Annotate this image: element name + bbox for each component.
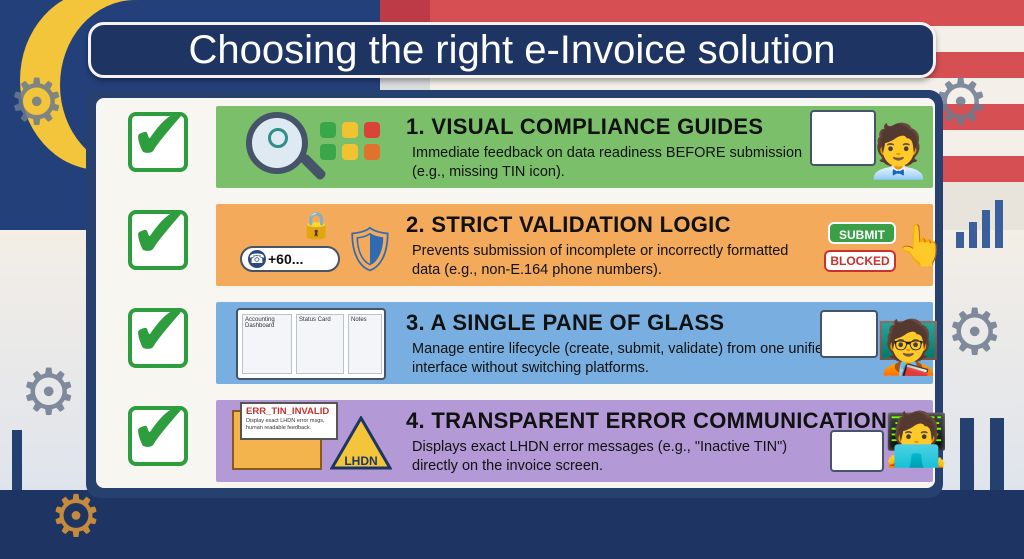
item-title: 2. STRICT VALIDATION LOGIC [406,212,731,237]
shield-check-icon: 🛡 [342,225,398,274]
list-item: ✔ ERR_TIN_INVALID Display exact LHDN err… [96,392,949,482]
status-dot [342,122,358,138]
gear-icon: ⚙ [946,296,1004,368]
magnifier-person-icon [246,112,308,174]
page-title: Choosing the right e-Invoice solution [88,22,936,78]
dashboard-label: Status Card [299,317,331,323]
item-description: Immediate feedback on data readiness BEF… [412,145,803,180]
envelope-icon: ERR_TIN_INVALID Display exact LHDN error… [232,402,338,470]
user-pointing-icon: 🧑‍🏫 [876,319,941,377]
phone-input: ☎ +60... [240,246,340,272]
list-item: ✔ Accounting Dashboard Status Card Notes… [96,294,941,384]
tower-icon [12,430,22,490]
screen-icon [830,430,884,472]
phone-value: +60... [268,251,304,267]
item-band: ☎ +60... 🔒 🛡 2. STRICT VALIDATION LOGIC … [216,204,946,286]
gear-icon: ⚙ [20,356,78,428]
error-note: ERR_TIN_INVALID Display exact LHDN error… [240,402,338,440]
item-description: Displays exact LHDN error messages (e.g.… [412,439,788,474]
tower-icon [990,418,1004,490]
hand-pointer-icon: 👆 [896,224,946,268]
status-dot [364,144,380,160]
item-band: Accounting Dashboard Status Card Notes 3… [216,302,941,384]
checkbox: ✔ [128,296,189,368]
submit-button: SUBMIT [828,222,896,244]
gear-icon: ⚙ [8,66,66,138]
error-note-text: Display exact LHDN error msgs, human rea… [246,418,325,431]
list-item: ✔ 1. VISUAL COMPLIANCE GUIDES Immediate … [96,98,935,188]
item-band: 1. VISUAL COMPLIANCE GUIDES Immediate fe… [216,106,933,188]
blocked-badge: BLOCKED [824,250,896,272]
gear-icon: ⚙ [50,484,102,549]
status-dot [320,122,336,138]
lhdn-logo-text: LHDN [344,454,378,468]
status-dots-icon [320,122,380,160]
status-dot [320,144,336,160]
tower-icon [960,418,974,490]
status-dot [342,144,358,160]
item-band: ERR_TIN_INVALID Display exact LHDN error… [216,400,949,482]
lhdn-logo-shape [329,415,393,470]
checkbox: ✔ [128,100,189,172]
error-code: ERR_TIN_INVALID [246,406,330,417]
dashboard-panel: Accounting Dashboard [242,314,292,374]
dashboard-panel: Status Card [296,314,344,374]
solution-card: ✔ 1. VISUAL COMPLIANCE GUIDES Immediate … [86,90,949,498]
checkbox: ✔ [128,198,189,270]
lock-icon: 🔒 [300,210,333,240]
list-item: ✔ ☎ +60... 🔒 🛡 2. STRICT VALIDATION LOGI… [96,196,946,286]
user-at-screen-icon: 🧑‍💼 [866,123,931,181]
phone-icon: ☎ [248,250,266,268]
dashboard-panel: Notes [348,314,382,374]
item-title: 1. VISUAL COMPLIANCE GUIDES [406,114,764,139]
bottom-bar [0,490,1024,559]
checkmark-icon: ✔ [130,194,189,272]
person-icon [268,128,288,148]
checkmark-icon: ✔ [130,390,189,468]
screen-icon [820,310,878,358]
bar-chart-icon [956,200,1003,248]
checkbox: ✔ [128,394,189,466]
item-title: 3. A SINGLE PANE OF GLASS [406,310,725,335]
dashboard-label: Accounting Dashboard [245,317,275,329]
checkmark-icon: ✔ [130,292,189,370]
status-dot [364,122,380,138]
checkmark-icon: ✔ [130,96,189,174]
flag-stripe [380,0,1024,26]
item-title: 4. TRANSPARENT ERROR COMMUNICATION [406,408,888,433]
lhdn-logo-icon: LHDN [329,415,393,470]
item-description: Prevents submission of incomplete or inc… [412,243,789,278]
dashboard-icon: Accounting Dashboard Status Card Notes [236,308,386,380]
screen-icon [810,110,876,166]
card-inner: ✔ 1. VISUAL COMPLIANCE GUIDES Immediate … [96,98,949,488]
dashboard-label: Notes [351,317,367,323]
user-pointing-icon: 🧑‍💻 [884,411,949,469]
item-description: Manage entire lifecycle (create, submit,… [412,341,832,376]
